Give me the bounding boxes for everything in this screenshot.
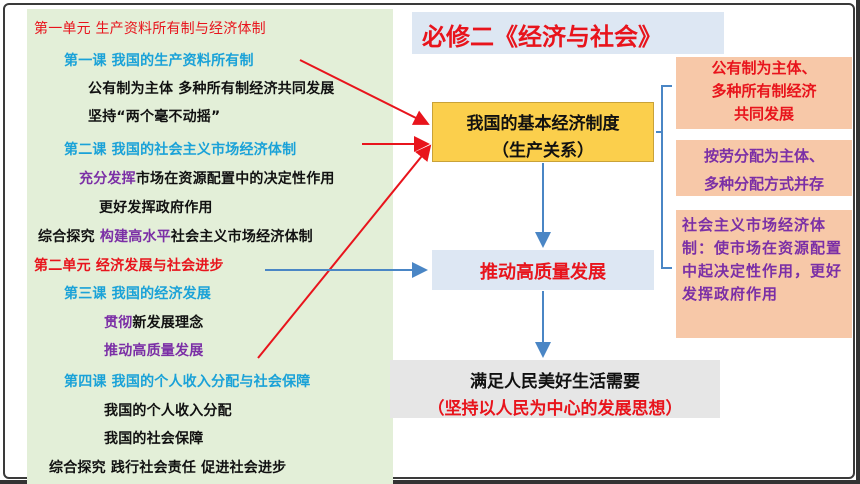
explore1: 综合探究 构建高水平社会主义市场经济体制: [38, 226, 313, 246]
basic-economic-system-box: 我国的基本经济制度 （生产关系）: [432, 102, 654, 162]
high-quality-development-label: 推动高质量发展: [480, 262, 606, 283]
ownership-line3: 共同发展: [733, 105, 794, 123]
unit2-title: 第二单元 经济发展与社会进步: [34, 258, 224, 274]
high-quality-development-box: 推动高质量发展: [432, 250, 654, 290]
lesson3-item1-highlight: 贯彻: [104, 315, 133, 331]
unit1-title: 第一单元 生产资料所有制与经济体制: [34, 21, 266, 37]
ownership-box: 公有制为主体、 多种所有制经济 共同发展: [676, 57, 852, 129]
bottom-edge-bar: [0, 480, 860, 484]
market-economy-text: 社会主义市场经济体制：使市场在资源配置中起决定性作用，更好发挥政府作用: [682, 216, 843, 303]
ownership-line1: 公有制为主体、: [711, 59, 817, 77]
lesson4-title: 第四课 我国的个人收入分配与社会保障: [64, 374, 311, 390]
production-relations-label: （生产关系）: [492, 141, 594, 161]
lesson3-item2: 推动高质量发展: [104, 343, 204, 359]
lesson1-title: 第一课 我国的生产资料所有制: [64, 53, 254, 69]
explore1-highlight: 构建高水平: [99, 229, 171, 245]
lesson4-item1: 我国的个人收入分配: [104, 403, 232, 419]
course-title: 必修二《经济与社会》: [422, 23, 662, 51]
arrow-lesson1-to-core: [299, 59, 430, 125]
explore1-prefix: 综合探究: [38, 229, 100, 245]
lesson4-item2: 我国的社会保障: [104, 431, 204, 447]
lesson2-item1-rest: 市场在资源配置中的决定性作用: [135, 171, 335, 187]
goal-line1: 满足人民美好生活需要: [470, 372, 640, 392]
lesson3-item1: 贯彻新发展理念: [104, 312, 203, 332]
outline-panel: 第一单元 生产资料所有制与经济体制 第一课 我国的生产资料所有制 公有制为主体 …: [27, 9, 393, 484]
distribution-line1: 按劳分配为主体、: [703, 147, 824, 165]
goal-box: 满足人民美好生活需要 （坚持以人民为中心的发展思想）: [390, 360, 720, 419]
goal-line2: （坚持以人民为中心的发展思想）: [427, 399, 683, 419]
right-edge-bar: [856, 0, 860, 484]
lesson2-item2: 更好发挥政府作用: [99, 200, 213, 216]
arrow-lesson4-to-core: [257, 144, 432, 359]
lesson1-item1: 公有制为主体 多种所有制经济共同发展: [88, 81, 335, 97]
slide-frame: [3, 3, 855, 479]
lesson3-title: 第三课 我国的经济发展: [64, 286, 212, 302]
distribution-line2: 多种分配方式并存: [703, 175, 824, 193]
course-title-box: 必修二《经济与社会》: [412, 12, 724, 54]
lesson1-item2: 坚持“两个毫不动摇”: [88, 109, 221, 125]
lesson3-item1-rest: 新发展理念: [132, 315, 204, 331]
market-economy-box: 社会主义市场经济体制：使市场在资源配置中起决定性作用，更好发挥政府作用: [676, 210, 852, 338]
lesson2-title: 第二课 我国的社会主义市场经济体制: [64, 142, 297, 158]
basic-economic-system-label: 我国的基本经济制度: [466, 114, 620, 134]
lesson2-item1: 充分发挥市场在资源配置中的决定性作用: [79, 168, 335, 188]
lesson2-item1-highlight: 充分发挥: [79, 171, 136, 187]
explore1-rest: 社会主义市场经济体制: [170, 229, 313, 245]
distribution-box: 按劳分配为主体、 多种分配方式并存: [676, 140, 852, 196]
explore2: 综合探究 践行社会责任 促进社会进步: [49, 460, 287, 476]
bracket-core-to-side: [661, 85, 672, 269]
ownership-line2: 多种所有制经济: [711, 82, 817, 100]
